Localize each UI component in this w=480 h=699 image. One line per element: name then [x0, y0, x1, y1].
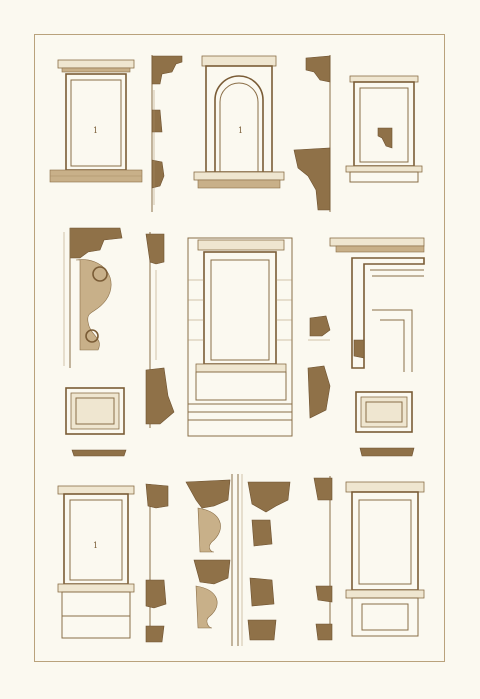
plate-border [34, 34, 445, 662]
window-top-left-number: 1 [93, 126, 98, 135]
window-top-right [345, 75, 423, 183]
profile-top-2 [293, 55, 331, 212]
window-top-center: 1 [193, 55, 285, 189]
twin-brackets-center [185, 474, 291, 646]
window-bottom-left: 1 [57, 485, 135, 639]
window-bottom-right [345, 481, 425, 637]
window-top-left: 1 [49, 59, 143, 183]
profile-mid-2 [307, 315, 331, 419]
profile-mid-1 [145, 232, 175, 428]
profile-top-1 [151, 55, 183, 212]
window-bottom-left-number: 1 [93, 541, 98, 550]
window-top-center-number: 1 [238, 126, 243, 135]
profile-bottom-1 [145, 483, 169, 643]
cornice-corner-right [329, 237, 425, 372]
profile-bottom-2 [313, 476, 333, 641]
window-center [187, 237, 293, 437]
frame-panel-right [355, 391, 415, 457]
frame-panel-left [65, 387, 127, 457]
console-bracket-left [63, 227, 123, 368]
